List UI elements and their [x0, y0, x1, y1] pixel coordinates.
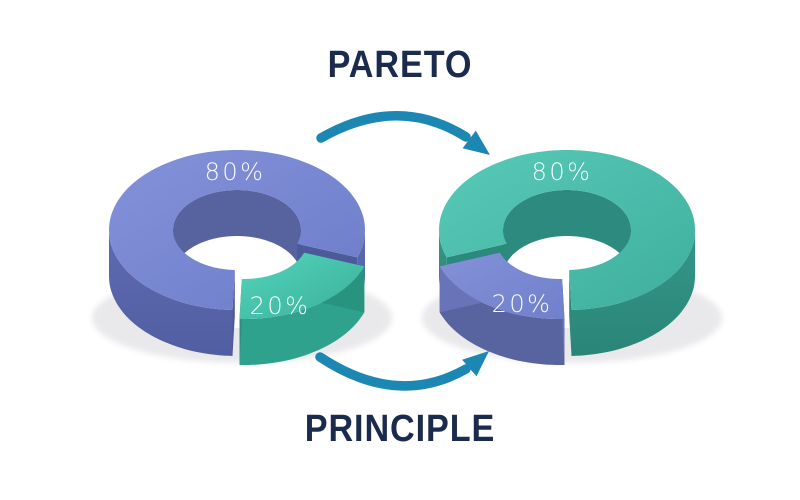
- title-pareto: PARETO: [327, 44, 473, 86]
- donut-outer-wall: [109, 230, 233, 356]
- cycle-arrow-top-icon: [316, 111, 490, 155]
- donut-cut-face: [569, 270, 572, 356]
- donut-small-slice: [239, 252, 365, 365]
- big-slice-label: 80%: [205, 158, 266, 186]
- arrow-top-shaft: [316, 111, 471, 143]
- small-slice-label: 20%: [250, 292, 311, 320]
- donut-inner-wall: [173, 190, 301, 276]
- donut-big-slice-top: [109, 150, 365, 310]
- donut-big-slice-top: [439, 150, 695, 310]
- arrow-bottom-head: [462, 351, 489, 377]
- donut-small-slice: [439, 252, 565, 365]
- donut-outer-wall: [571, 230, 695, 356]
- cycle-arrow-bottom-icon: [315, 351, 489, 391]
- title-principle: PRINCIPLE: [304, 408, 496, 450]
- donut-inner-wall: [503, 190, 631, 276]
- big-slice-label: 80%: [532, 158, 593, 186]
- slice-top: [239, 252, 365, 319]
- donut-chart-right: 80% 20%: [422, 150, 722, 365]
- donut-chart-left: 80% 20%: [92, 150, 392, 365]
- slice-outer-wall: [439, 266, 565, 365]
- donut-cut-face: [232, 270, 235, 356]
- slice-top: [439, 252, 565, 319]
- arrow-top-head: [462, 130, 490, 155]
- small-slice-label: 20%: [492, 290, 553, 318]
- arrow-bottom-shaft: [315, 352, 471, 391]
- slice-outer-wall: [239, 266, 365, 365]
